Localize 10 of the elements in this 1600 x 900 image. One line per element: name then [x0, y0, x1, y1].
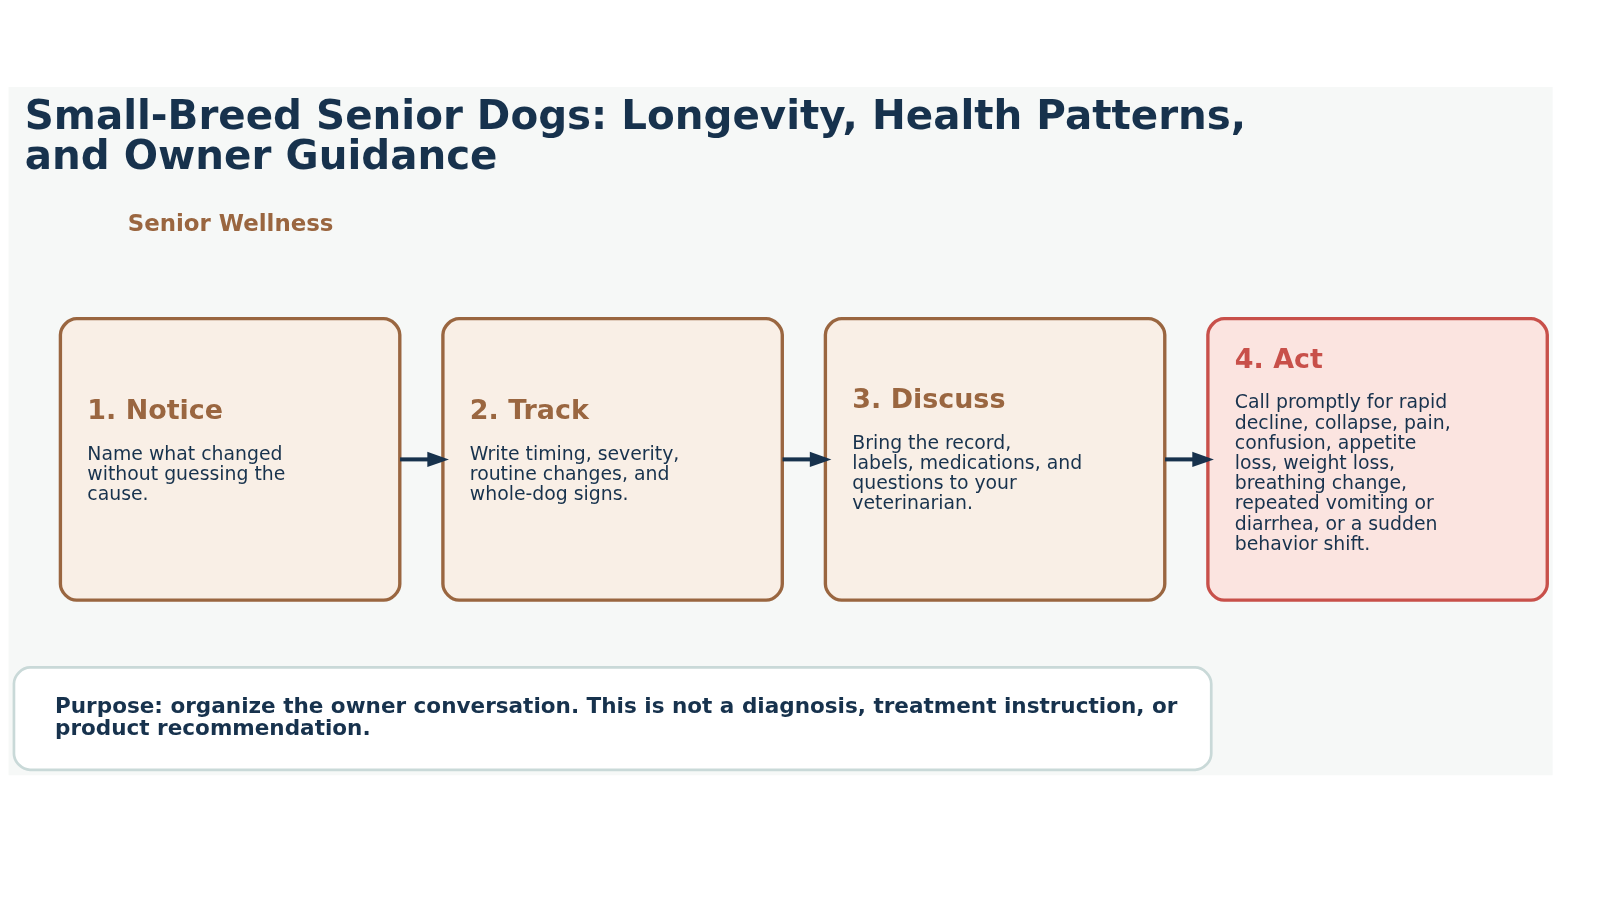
arrow: [1165, 451, 1214, 467]
arrow: [782, 451, 832, 467]
label: Senior Wellness: [127, 209, 334, 236]
arrow: [400, 451, 449, 467]
node-box: 1. Notice Name what changed without guessing the cause.: [58, 316, 402, 602]
node-box: 4. Act Call promptly for rapid decline, collapse, pain, confusion, appetite loss, weight loss, breathing change, repeated vomiting or diarrhea, or a sudden behavior shift.: [1206, 316, 1549, 602]
node-box: 3. Discuss Bring the record, labels, medications, and questions to your veterinarian.: [823, 316, 1167, 602]
diagram-title: Small-Breed Senior Dogs: Longevity, Health Patterns, and Owner Guidance: [24, 90, 1247, 179]
node-box: Purpose: organize the owner conversation. This is not a diagnosis, treatment instruction, or product recommendation.: [12, 665, 1213, 771]
node-box: 2. Track Write timing, severity, routine changes, and whole-dog signs.: [441, 316, 784, 602]
